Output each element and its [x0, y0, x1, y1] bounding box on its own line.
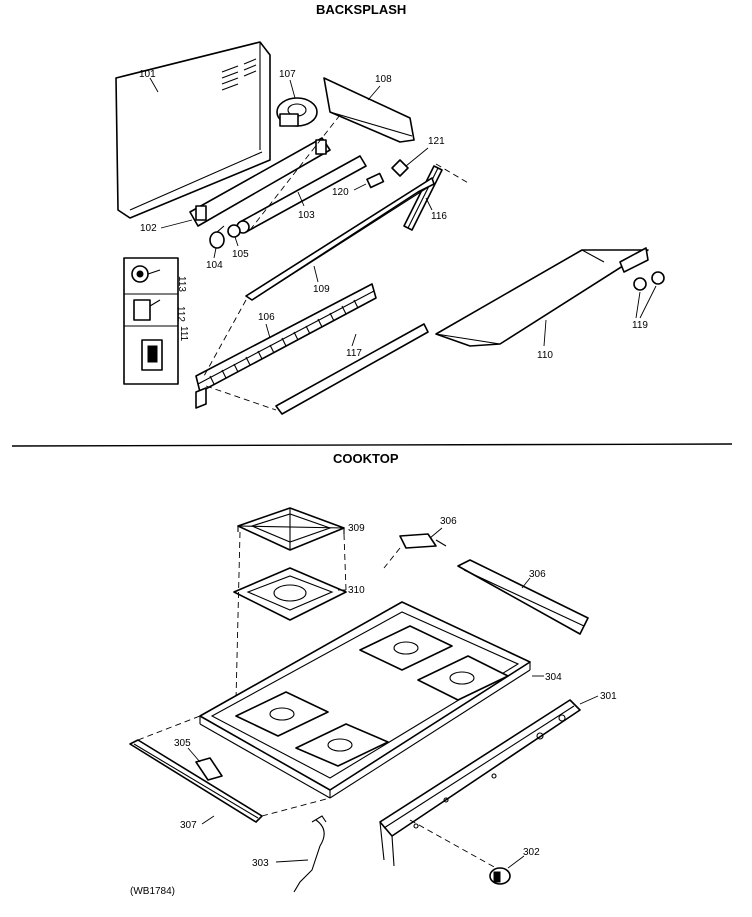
callout-305: 305: [174, 738, 191, 749]
callout-104: 104: [206, 260, 223, 271]
part-119-clips: [633, 271, 665, 291]
part-309-burner-grate: [237, 507, 345, 551]
part-305-clip: [195, 757, 223, 781]
callout-301: 301: [600, 691, 617, 702]
callout-302: 302: [523, 847, 540, 858]
callout-103: 103: [298, 210, 315, 221]
callout-304: 304: [545, 672, 562, 683]
burner-well-front-right: [295, 723, 389, 767]
part-121-clip: [391, 159, 409, 177]
burner-well-rear-left: [359, 625, 453, 671]
callout-116: 116: [431, 211, 447, 222]
drawing-id: (WB1784): [130, 886, 175, 897]
callout-121: 121: [428, 136, 445, 147]
callout-119: 119: [632, 320, 648, 331]
callout-112: 112: [175, 306, 186, 322]
callout-308: 306: [529, 569, 546, 580]
part-303-wire: [293, 815, 327, 893]
vent-slots: [221, 58, 257, 91]
callout-102: 102: [140, 223, 157, 234]
callout-108: 108: [375, 74, 392, 85]
part-110-top-panel: [435, 247, 649, 347]
backsplash-title: BACKSPLASH: [316, 2, 406, 17]
part-120-starter: [366, 172, 385, 189]
grille-slots: [209, 299, 359, 385]
part-104-switch-knob: [209, 225, 225, 249]
callout-303: 303: [252, 858, 269, 869]
part-108-bracket: [323, 77, 415, 143]
callout-106: 106: [258, 312, 275, 323]
callout-309: 309: [348, 523, 365, 534]
callout-101: 101: [139, 69, 156, 80]
callout-113: 113: [176, 276, 187, 292]
callout-306-top: 306: [440, 516, 457, 527]
part-107-fan: [276, 97, 318, 127]
part-307-front-trim: [129, 715, 331, 823]
part-306-igniter: [399, 533, 447, 549]
callout-111: 111: [178, 326, 189, 342]
cooktop-title: COOKTOP: [333, 451, 399, 466]
callout-110: 110: [537, 350, 553, 361]
part-102-lamp-bracket: [189, 137, 331, 227]
part-301-manifold-panel: [379, 699, 581, 867]
callout-109: 109: [313, 284, 330, 295]
callout-310: 310: [348, 585, 365, 596]
callout-105: 105: [232, 249, 249, 260]
inset-switch-parts: [123, 257, 179, 385]
part-109-glass-panel: [245, 177, 435, 301]
part-308-rail: [457, 559, 589, 635]
callout-120: 120: [332, 187, 349, 198]
burner-well-rear-right: [417, 655, 509, 701]
part-105-lamp-holder: [227, 224, 241, 238]
burner-well-front-left: [235, 691, 329, 737]
callout-307: 307: [180, 820, 197, 831]
part-302-valve: [489, 867, 511, 885]
part-117-trim-rod: [275, 323, 429, 415]
callout-107: 107: [279, 69, 296, 80]
part-106-vent-grille: [195, 283, 377, 409]
part-304-cooktop: [199, 601, 531, 799]
section-divider: [11, 443, 733, 447]
part-310-burner-pan: [233, 567, 347, 621]
callout-117: 117: [346, 348, 362, 359]
